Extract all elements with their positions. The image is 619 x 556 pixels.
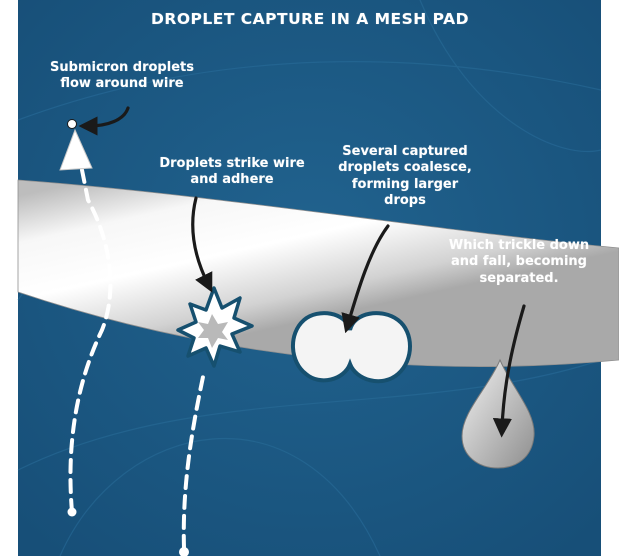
label-droplets-strike: Droplets strike wire and adhere (159, 156, 305, 188)
diagram-title: DROPLET CAPTURE IN A MESH PAD (151, 10, 469, 28)
flow-path-around-wire (59, 119, 113, 517)
callout-arrows (78, 106, 526, 438)
flow-arrowhead (59, 128, 93, 171)
label-drops-trickle: Which trickle down and fall, becoming se… (448, 238, 590, 286)
impact-splash-icon (176, 286, 254, 368)
label-droplets-coalesce: Several captured droplets coalesce, form… (338, 144, 472, 208)
submicron-droplet-end (67, 119, 77, 129)
flow-path-strike (179, 370, 206, 556)
falling-drop-icon (461, 358, 535, 469)
callout-arrow-coalesce (341, 224, 390, 334)
mesh-texture (17, 0, 602, 556)
submicron-droplet-start (67, 507, 77, 517)
callout-arrow-trickle (492, 304, 526, 438)
callout-arrow-strike (191, 196, 213, 293)
callout-arrow-submicron (78, 106, 130, 136)
strike-droplet-start (179, 547, 189, 556)
label-submicron-droplets: Submicron droplets flow around wire (50, 60, 194, 92)
coalesced-droplets-icon (290, 311, 412, 384)
